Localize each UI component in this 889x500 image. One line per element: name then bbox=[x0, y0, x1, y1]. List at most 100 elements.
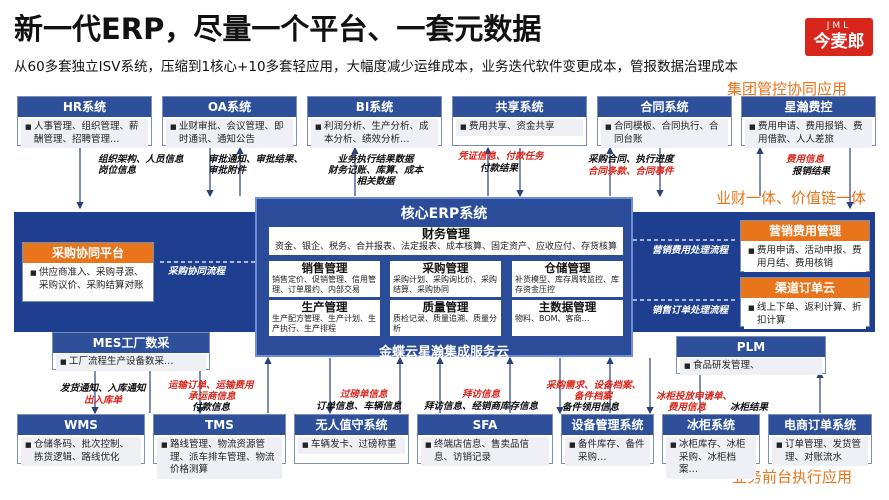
purchase-collab-title: 采购协同平台 bbox=[23, 243, 153, 263]
plm-title: PLM bbox=[677, 337, 825, 357]
contract-system-item: 合同模板、合同执行、合同台账 bbox=[605, 121, 724, 146]
bi-system-box[interactable]: BI系统 利润分析、生产分析、成本分析、绩效分析… bbox=[307, 96, 442, 148]
purchase-collab-item: 供应商准入、采购寻源、采购议价、采购结算对账 bbox=[30, 267, 146, 292]
flow-label-carrier: 承运商信息 bbox=[188, 391, 236, 402]
plm-item: 食品研发管理、 bbox=[684, 360, 818, 373]
sfa-item: 终端店信息、售卖品信息、访销记录 bbox=[425, 439, 545, 464]
expense-control-item: 费用申请、费用报销、费用借款、人人差旅 bbox=[749, 121, 868, 146]
quality-module[interactable]: 质量管理 质检记录、质量追溯、质量分析 bbox=[390, 300, 501, 336]
logo-top-text: JML bbox=[826, 21, 852, 31]
flow-label-voucher: 凭证信息、付款任务 bbox=[458, 151, 544, 162]
tms-item: 路线管理、物流资源管理、派车排车管理、物流价格测算 bbox=[161, 439, 278, 477]
contract-system-desc: 合同模板、合同执行、合同台账 bbox=[601, 119, 728, 148]
flow-label-payment-result: 付款结果 bbox=[480, 163, 519, 174]
wms-item: 仓储条码、批次控制、拣货逻辑、路线优化 bbox=[25, 439, 137, 464]
marketing-expense-desc: 费用申请、活动申报、费用月结、费用核销 bbox=[744, 243, 866, 272]
flow-label-reimburse-result: 报销结果 bbox=[792, 166, 831, 177]
sfa-box[interactable]: SFA 终端店信息、售卖品信息、访销记录 bbox=[417, 414, 553, 466]
hr-system-item: 人事管理、组织管理、薪酬管理、招聘管理… bbox=[25, 121, 144, 146]
warehouse-module[interactable]: 仓储管理 补货模型、库存周转监控、库存资金压控 bbox=[512, 261, 623, 297]
bi-system-desc: 利润分析、生产分析、成本分析、绩效分析… bbox=[311, 119, 438, 148]
flow-label-sales-order: 销售订单处理流程 bbox=[652, 305, 729, 316]
purchase-desc: 采购计划、采购询比价、采购结算、采购协同 bbox=[393, 275, 497, 294]
freezer-box[interactable]: 冰柜系统 冰柜库存、冰柜采购、冰柜档案… bbox=[662, 414, 760, 479]
shared-system-desc: 费用共享、资金共享 bbox=[456, 119, 583, 136]
contract-system-box[interactable]: 合同系统 合同模板、合同执行、合同台账 bbox=[597, 96, 732, 148]
wms-box[interactable]: WMS 仓储条码、批次控制、拣货逻辑、路线优化 bbox=[17, 414, 145, 466]
bi-system-item: 利润分析、生产分析、成本分析、绩效分析… bbox=[315, 121, 434, 146]
flow-label-shipping-notice: 发货通知、入库通知 bbox=[60, 383, 146, 394]
section-label-bottom: 业务前台执行应用 bbox=[732, 468, 853, 486]
expense-control-box[interactable]: 星瀚费控 费用申请、费用报销、费用借款、人人差旅 bbox=[741, 96, 876, 148]
marketing-expense-item: 费用申请、活动申报、费用月结、费用核销 bbox=[748, 245, 862, 270]
flow-label-freezer-expense: 费用信息 bbox=[668, 402, 707, 413]
master-data-desc: 物料、BOM、客商… bbox=[515, 314, 590, 323]
warehouse-title: 仓储管理 bbox=[544, 261, 591, 275]
freezer-item: 冰柜库存、冰柜采购、冰柜档案… bbox=[670, 439, 752, 477]
sales-title: 销售管理 bbox=[301, 261, 348, 275]
oa-system-box[interactable]: OA系统 业财审批、会议管理、即时通讯、通知公告 bbox=[162, 96, 297, 148]
purchase-collab-desc: 供应商准入、采购寻源、采购议价、采购结算对账 bbox=[26, 265, 150, 294]
ecommerce-item: 订单管理、发货管理、对账流水 bbox=[776, 439, 864, 464]
finance-module[interactable]: 财务管理 资金、银企、税务、合并报表、法定报表、成本核算、固定资产、应收应付、存… bbox=[269, 227, 623, 255]
unattended-box[interactable]: 无人值守系统 车辆发卡、过磅称重 bbox=[294, 414, 409, 464]
flow-label-business-data: 业务执行结果数据 财务记账、库算、成本 相关数据 bbox=[328, 154, 424, 187]
ecommerce-box[interactable]: 电商订单系统 订单管理、发货管理、对账流水 bbox=[768, 414, 872, 466]
plm-box[interactable]: PLM 食品研发管理、 bbox=[676, 336, 826, 375]
mes-box[interactable]: MES工厂数采 工厂流程生产设备数采… bbox=[52, 332, 210, 371]
production-desc: 生产配方管理、生产计划、生产执行、生产排程 bbox=[272, 314, 376, 333]
expense-control-desc: 费用申请、费用报销、费用借款、人人差旅 bbox=[745, 119, 872, 148]
production-title: 生产管理 bbox=[301, 300, 348, 314]
equipment-box[interactable]: 设备管理系统 备件库存、备件采购… bbox=[561, 414, 654, 466]
oa-system-title: OA系统 bbox=[163, 97, 296, 117]
equipment-desc: 备件库存、备件采购… bbox=[565, 437, 650, 466]
logo-bottom-text: 今麦郎 bbox=[813, 32, 865, 52]
flow-label-freezer-request: 冰柜投放申请单、 bbox=[656, 391, 733, 402]
channel-order-box[interactable]: 渠道订单云 线上下单、返利计算、折扣计算 bbox=[740, 277, 870, 329]
flow-label-visit: 拜访信息 bbox=[462, 389, 501, 400]
hr-system-box[interactable]: HR系统 人事管理、组织管理、薪酬管理、招聘管理… bbox=[17, 96, 152, 148]
flow-label-expense-info: 费用信息 bbox=[786, 154, 825, 165]
purchase-collab-box[interactable]: 采购协同平台 供应商准入、采购寻源、采购议价、采购结算对账 bbox=[22, 242, 154, 302]
finance-desc: 资金、银企、税务、合并报表、法定报表、成本核算、固定资产、应收应付、存货核算 bbox=[274, 242, 617, 252]
brand-logo: JML 今麦郎 bbox=[805, 18, 873, 56]
marketing-expense-title: 营销费用管理 bbox=[741, 221, 869, 241]
sfa-desc: 终端店信息、售卖品信息、访销记录 bbox=[421, 437, 549, 466]
sales-module[interactable]: 销售管理 销售定价、促销管理、信用管理、订单履约、内部交易 bbox=[269, 261, 380, 297]
shared-system-box[interactable]: 共享系统 费用共享、资金共享 bbox=[452, 96, 587, 146]
flow-label-freezer-result: 冰柜结果 bbox=[730, 402, 769, 413]
section-label-middle: 业财一体、价值链一体 bbox=[716, 189, 867, 207]
unattended-title: 无人值守系统 bbox=[295, 415, 408, 435]
oa-system-desc: 业财审批、会议管理、即时通讯、通知公告 bbox=[166, 119, 293, 148]
master-data-title: 主数据管理 bbox=[538, 300, 597, 314]
flow-label-visit-inventory: 拜访信息、经销商库存信息 bbox=[424, 401, 539, 412]
sfa-title: SFA bbox=[418, 415, 552, 435]
mes-item: 工厂流程生产设备数采… bbox=[60, 356, 202, 369]
flow-label-approval: 审批通知、审批结果、 审批附件 bbox=[208, 154, 304, 176]
mes-desc: 工厂流程生产设备数采… bbox=[56, 354, 206, 371]
production-module[interactable]: 生产管理 生产配方管理、生产计划、生产执行、生产排程 bbox=[269, 300, 380, 336]
wms-title: WMS bbox=[18, 415, 144, 435]
page-title: 新一代ERP，尽量一个平台、一套元数据 bbox=[14, 12, 542, 46]
expense-control-title: 星瀚费控 bbox=[742, 97, 875, 117]
tms-desc: 路线管理、物流资源管理、派车排车管理、物流价格测算 bbox=[157, 437, 282, 479]
flow-label-inout-slip: 出入库单 bbox=[84, 395, 123, 406]
flow-label-spare-archive: 备件档案 bbox=[574, 391, 613, 402]
hr-system-desc: 人事管理、组织管理、薪酬管理、招聘管理… bbox=[21, 119, 148, 148]
shared-system-title: 共享系统 bbox=[453, 97, 586, 117]
equipment-title: 设备管理系统 bbox=[562, 415, 653, 435]
flow-label-contract-terms: 合同条款、合同事件 bbox=[588, 166, 674, 177]
quality-title: 质量管理 bbox=[422, 300, 469, 314]
purchase-title: 采购管理 bbox=[422, 261, 469, 275]
purchase-module[interactable]: 采购管理 采购计划、采购询比价、采购结算、采购协同 bbox=[390, 261, 501, 297]
core-erp-title: 核心ERP系统 bbox=[400, 206, 488, 222]
tms-box[interactable]: TMS 路线管理、物流资源管理、派车排车管理、物流价格测算 bbox=[153, 414, 286, 479]
master-data-module[interactable]: 主数据管理 物料、BOM、客商… bbox=[512, 300, 623, 336]
flow-label-purchase-collab: 采购协同流程 bbox=[168, 266, 226, 277]
equipment-item: 备件库存、备件采购… bbox=[569, 439, 646, 464]
core-erp-box[interactable]: 核心ERP系统 财务管理 资金、银企、税务、合并报表、法定报表、成本核算、固定资… bbox=[255, 197, 633, 360]
ecommerce-desc: 订单管理、发货管理、对账流水 bbox=[772, 437, 868, 466]
plm-desc: 食品研发管理、 bbox=[680, 358, 822, 375]
warehouse-desc: 补货模型、库存周转监控、库存资金压控 bbox=[515, 275, 619, 294]
marketing-expense-box[interactable]: 营销费用管理 费用申请、活动申报、费用月结、费用核销 bbox=[740, 220, 870, 272]
